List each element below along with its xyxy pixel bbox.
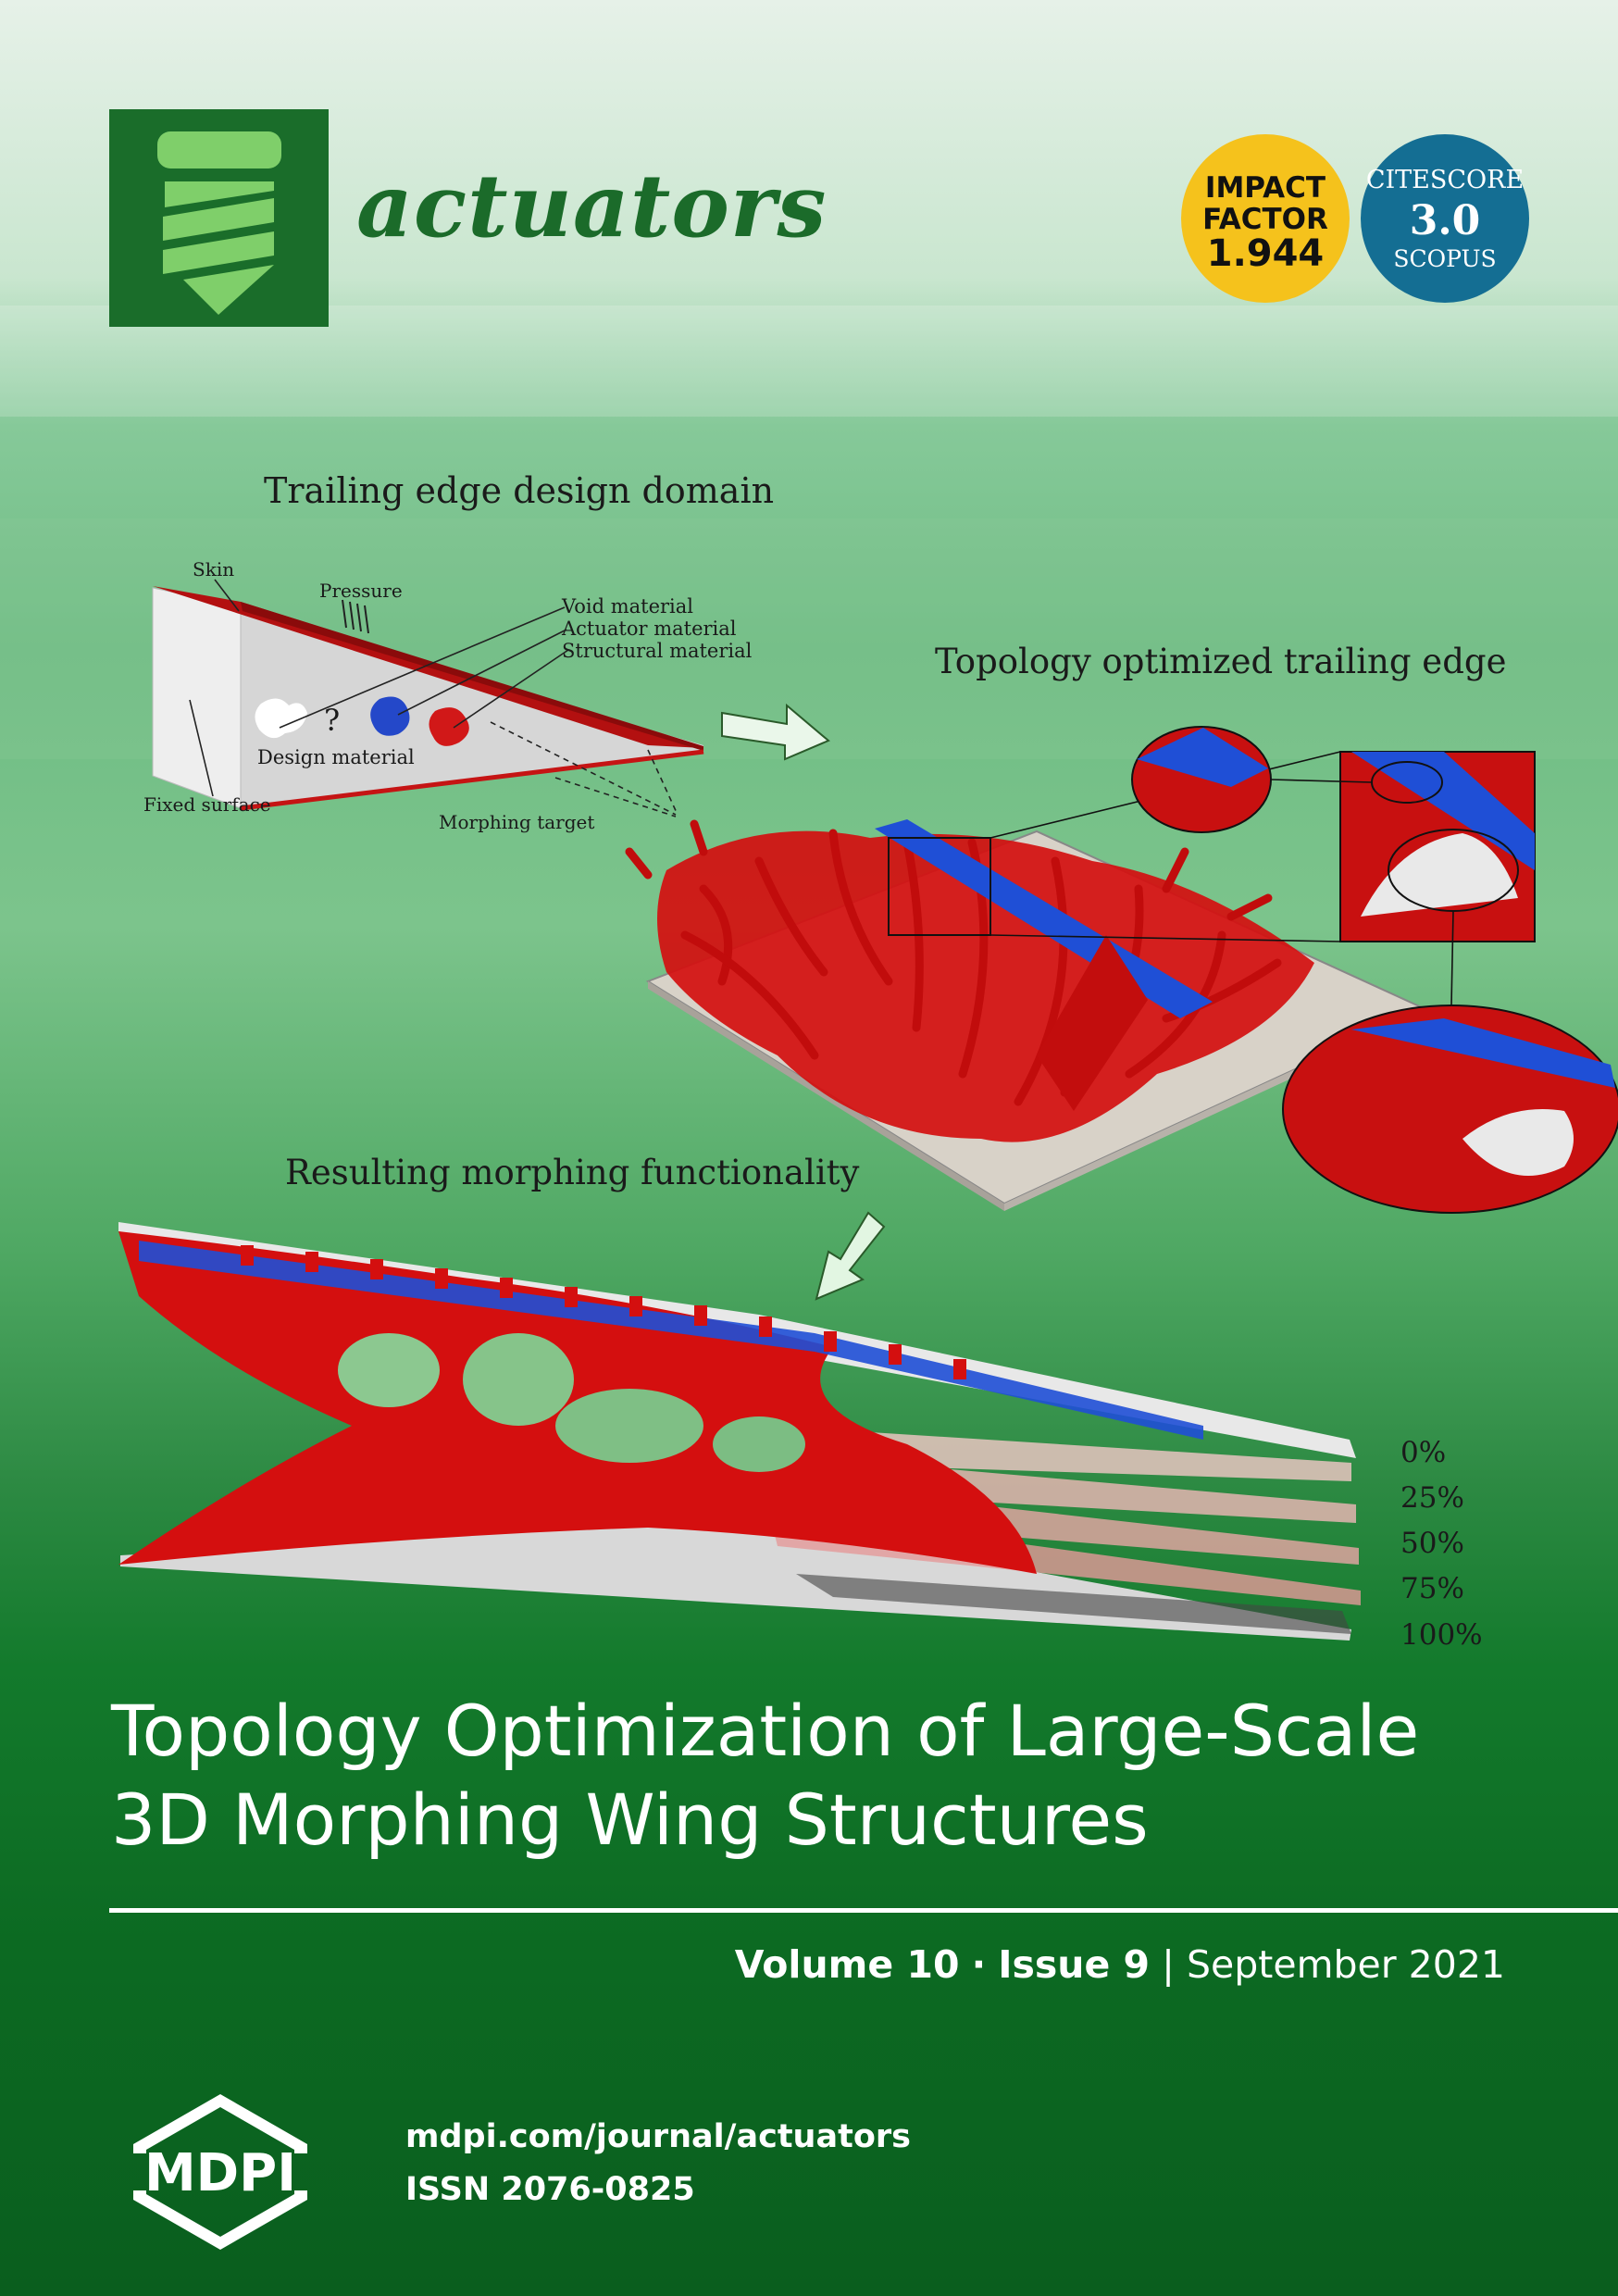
issn-label: ISSN 2076-0825 xyxy=(405,2171,695,2208)
journal-name: actuators xyxy=(356,156,828,257)
issue-separator: · xyxy=(971,1942,987,1987)
journal-url-link[interactable]: mdpi.com/journal/actuators xyxy=(405,2118,911,2155)
impact-factor-value: 1.944 xyxy=(1206,232,1325,275)
impact-factor-line1: IMPACT xyxy=(1204,171,1326,205)
percent-label: 25% xyxy=(1400,1481,1464,1515)
panel-a-title: Trailing edge design domain xyxy=(264,470,775,511)
label-design-material: Design material xyxy=(257,746,415,768)
label-skin: Skin xyxy=(193,558,235,580)
citescore-line2: SCOPUS xyxy=(1393,245,1497,272)
label-actuator-material: Actuator material xyxy=(562,618,737,640)
label-morphing-target: Morphing target xyxy=(439,811,595,833)
arrow-right-icon xyxy=(721,703,830,761)
percent-label: 50% xyxy=(1400,1527,1464,1560)
morphing-wing xyxy=(118,1222,1361,1641)
optimized-structure xyxy=(625,726,1618,1214)
issue-label: Issue 9 xyxy=(998,1942,1151,1987)
percent-label: 100% xyxy=(1400,1618,1483,1652)
citescore-badge: CITESCORE 3.0 SCOPUS xyxy=(1361,134,1529,303)
citescore-value: 3.0 xyxy=(1409,197,1481,244)
issue-info: Volume 10 · Issue 9 | September 2021 xyxy=(735,1942,1505,1987)
article-title-line1: Topology Optimization of Large-Scale xyxy=(111,1690,1420,1772)
panel-b-title: Topology optimized trailing edge xyxy=(935,642,1507,681)
label-fixed-surface: Fixed surface xyxy=(143,793,271,816)
label-pressure: Pressure xyxy=(319,580,403,602)
design-domain-wedge xyxy=(152,579,704,817)
mdpi-logo-icon: MDPI xyxy=(133,2094,307,2250)
title-divider xyxy=(109,1908,1618,1913)
panel-c-title: Resulting morphing functionality xyxy=(285,1153,860,1192)
issue-bar: | xyxy=(1162,1942,1175,1987)
percent-label: 75% xyxy=(1400,1572,1464,1605)
impact-factor-line2: FACTOR xyxy=(1202,203,1328,236)
mdpi-logo-text: MDPI xyxy=(144,2143,296,2203)
arrow-down-icon xyxy=(815,1211,886,1301)
volume-label: Volume 10 xyxy=(734,1942,960,1987)
impact-factor-badge: IMPACT FACTOR 1.944 xyxy=(1181,134,1350,303)
label-void-material: Void material xyxy=(562,595,694,618)
article-title: Topology Optimization of Large-Scale 3D … xyxy=(111,1687,1555,1865)
citescore-line1: CITESCORE xyxy=(1365,166,1525,194)
article-title-line2: 3D Morphing Wing Structures xyxy=(111,1778,1149,1861)
label-question: ? xyxy=(324,703,341,738)
issue-date: September 2021 xyxy=(1187,1942,1505,1987)
journal-logo-icon xyxy=(109,109,329,327)
percent-label: 0% xyxy=(1400,1436,1447,1469)
label-structural-material: Structural material xyxy=(562,640,753,662)
